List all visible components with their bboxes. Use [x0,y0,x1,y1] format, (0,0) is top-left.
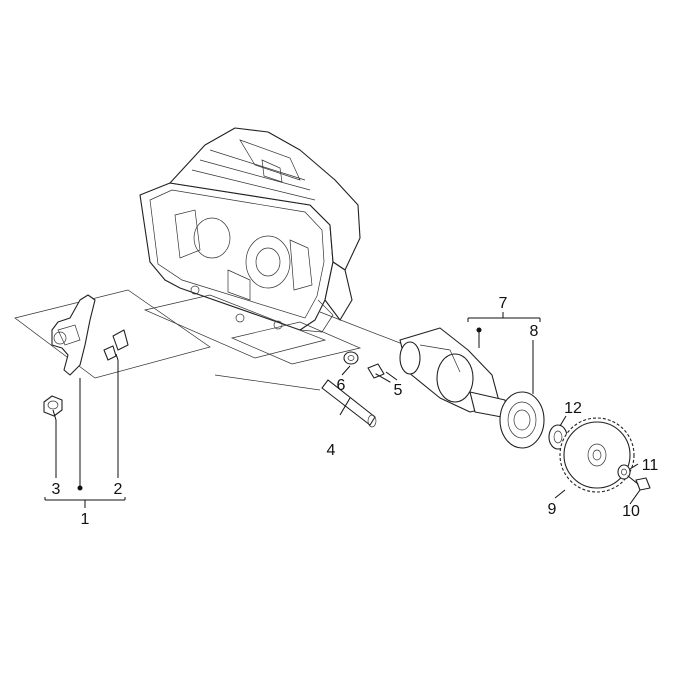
callout-7: 7 [499,295,508,312]
callout-11: 11 [642,457,659,474]
camshaft [319,311,508,419]
cylinder-head [139,127,361,333]
rocker-shaft [143,294,377,428]
callout-3: 3 [52,481,61,498]
callout-1: 1 [81,511,90,528]
leader-lines [44,312,641,508]
callout-5: 5 [394,382,403,399]
callout-6: 6 [337,377,346,394]
washer-and-screw [343,351,391,383]
rocker-arm-group [14,289,211,417]
callout-8: 8 [530,323,539,340]
callout-10: 10 [622,503,640,520]
cam-sprocket [559,417,635,493]
washer-and-bolt [617,464,651,491]
callout-2: 2 [114,481,123,498]
callout-4: 4 [327,442,336,459]
callout-9: 9 [548,501,557,518]
callout-12: 12 [564,400,582,417]
bearing [499,391,545,449]
